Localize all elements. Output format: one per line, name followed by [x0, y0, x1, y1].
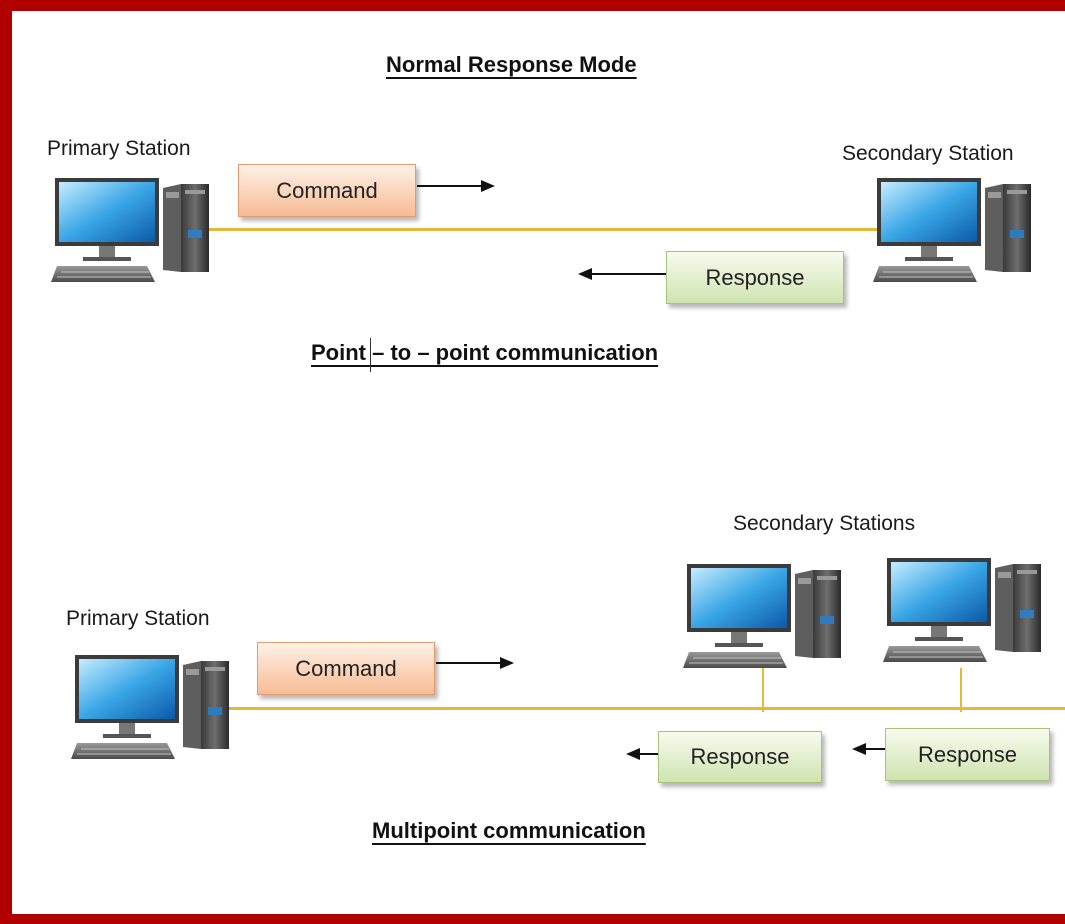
secondary-station-computer-icon: [872, 176, 1034, 286]
drop-line-2: [960, 668, 962, 712]
primary-station-computer-icon: [50, 176, 212, 286]
secondary-station-1-computer-icon: [682, 562, 844, 672]
response-label-2: Response: [917, 741, 1018, 767]
shared-bus-line: [225, 707, 1065, 710]
secondary-station-2-computer-icon: [882, 556, 1044, 666]
response-label-1: Response: [690, 744, 790, 769]
drop-line-1: [762, 668, 764, 712]
primary-station-label: Primary Station: [47, 137, 191, 160]
command-label: Command: [276, 177, 378, 203]
point-to-point-caption: Point – to – point communication: [311, 340, 659, 365]
multipoint-caption: Multipoint communication: [372, 818, 646, 843]
text-cursor: [370, 338, 371, 372]
secondary-stations-label: Secondary Stations: [733, 512, 916, 535]
response-box-1: Response: [658, 731, 822, 783]
left-arrow-icon: [578, 268, 666, 280]
right-arrow-icon-bottom: [436, 657, 514, 669]
command-box: Command: [238, 164, 416, 217]
command-label-bottom: Command: [295, 655, 397, 681]
response-box: Response: [666, 251, 844, 304]
link-line: [205, 228, 877, 231]
command-box-bottom: Command: [257, 642, 435, 695]
response-label: Response: [705, 264, 805, 290]
response-box-2: Response: [885, 728, 1050, 781]
secondary-station-label: Secondary Station: [842, 142, 1014, 165]
primary-station-computer-icon-bottom: [70, 653, 232, 763]
left-arrow-icon-2: [852, 743, 885, 755]
diagram-title: Normal Response Mode: [386, 52, 637, 77]
left-arrow-icon-1: [626, 748, 658, 760]
primary-station-label-bottom: Primary Station: [66, 607, 210, 630]
right-arrow-icon: [417, 180, 495, 192]
